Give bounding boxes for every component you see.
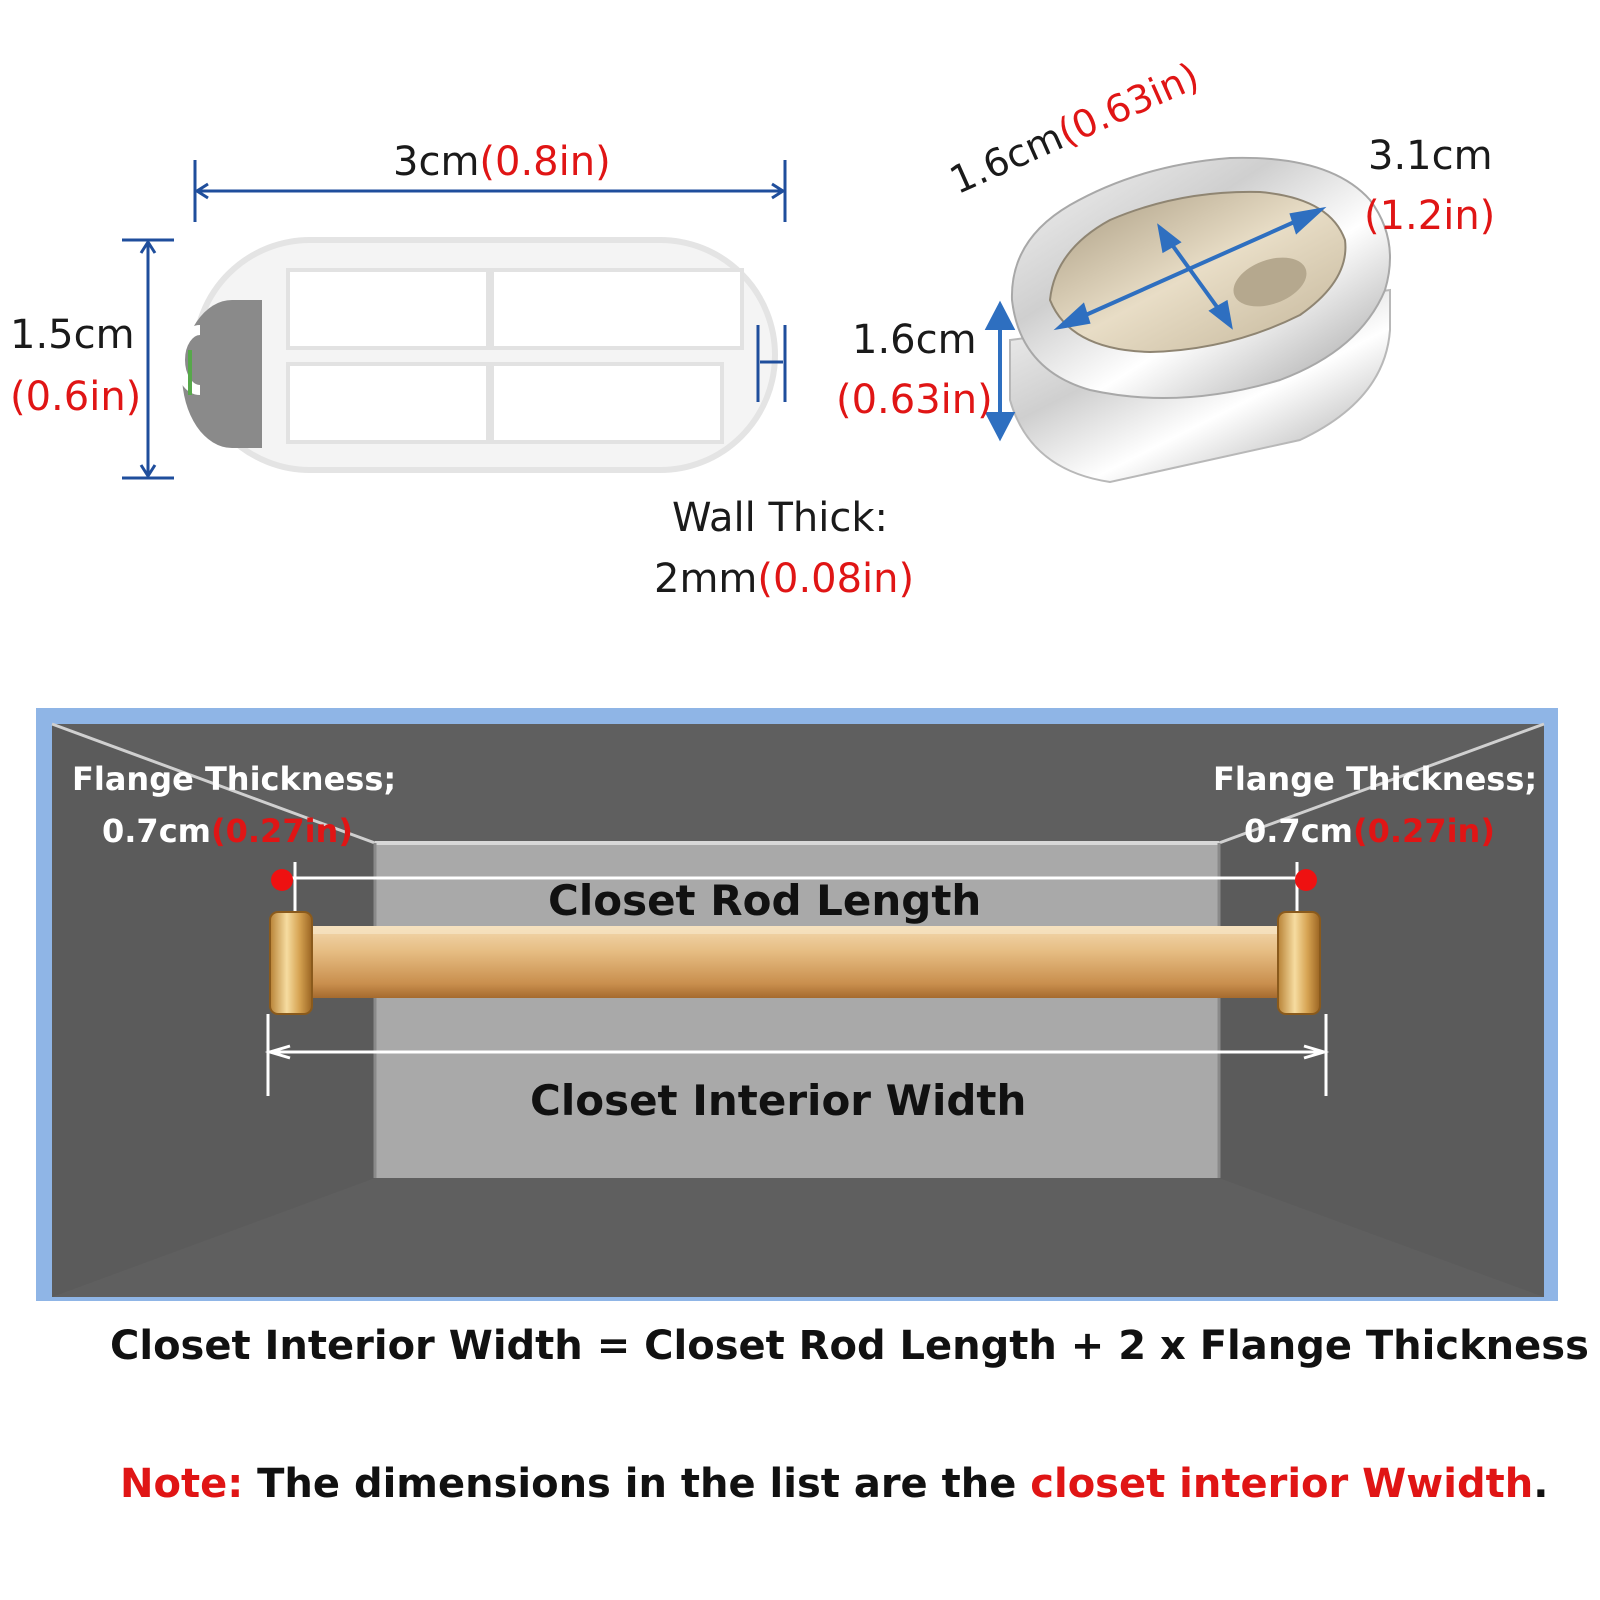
- wall-thick-imperial: (0.08in): [757, 556, 915, 602]
- rod-length-label: Closet Rod Length: [548, 876, 982, 925]
- width-metric: 3cm: [393, 139, 480, 185]
- length-imperial-label: (1.2in): [1364, 193, 1496, 239]
- wall-thick-label: Wall Thick:: [672, 495, 888, 541]
- flange-height-metric: 1.6cm: [852, 317, 977, 363]
- flange-left-metric: 0.7cm: [102, 812, 211, 850]
- flange-outline-drawing: [175, 237, 778, 473]
- width-imperial: (0.8in): [479, 139, 611, 185]
- closet-rod: [269, 911, 1321, 1015]
- note-suffix: .: [1533, 1461, 1549, 1507]
- flange-left-imperial: (0.27in): [211, 812, 353, 850]
- flange-right-imperial: (0.27in): [1353, 812, 1495, 850]
- height-dimension-line: [122, 238, 174, 480]
- flange-thickness-right-label: Flange Thickness;: [1213, 760, 1538, 798]
- wall-thick-value: 2mm(0.08in): [654, 559, 914, 599]
- flange-height-imperial: (0.63in): [836, 377, 993, 423]
- width-dimension-line: [193, 160, 787, 222]
- flange-right-metric: 0.7cm: [1244, 812, 1353, 850]
- flange-thickness-left-value: 0.7cm(0.27in): [102, 815, 353, 847]
- flange-thickness-left-label: Flange Thickness;: [72, 760, 397, 798]
- interior-width-label: Closet Interior Width: [530, 1076, 1027, 1125]
- note-text: Note: The dimensions in the list are the…: [120, 1464, 1548, 1504]
- note-prefix: Note:: [120, 1461, 244, 1507]
- note-middle: The dimensions in the list are the: [243, 1461, 1031, 1507]
- height-imperial-label: (0.6in): [10, 374, 142, 420]
- rod-length-line: [271, 862, 1317, 918]
- interior-width-line: [264, 1014, 1330, 1096]
- flange-thickness-right-value: 0.7cm(0.27in): [1244, 815, 1495, 847]
- width-label: 3cm(0.8in): [393, 142, 611, 182]
- length-metric-label: 3.1cm: [1368, 133, 1493, 179]
- formula-text: Closet Interior Width = Closet Rod Lengt…: [110, 1323, 1589, 1369]
- diagonal-arrows: [1053, 206, 1327, 331]
- height-metric-label: 1.5cm: [10, 312, 135, 358]
- note-highlight: closet interior Wwidth: [1030, 1461, 1534, 1507]
- wall-thick-metric: 2mm: [654, 556, 758, 602]
- wall-thickness-marker: [756, 325, 787, 402]
- height-arrow: [984, 300, 1016, 442]
